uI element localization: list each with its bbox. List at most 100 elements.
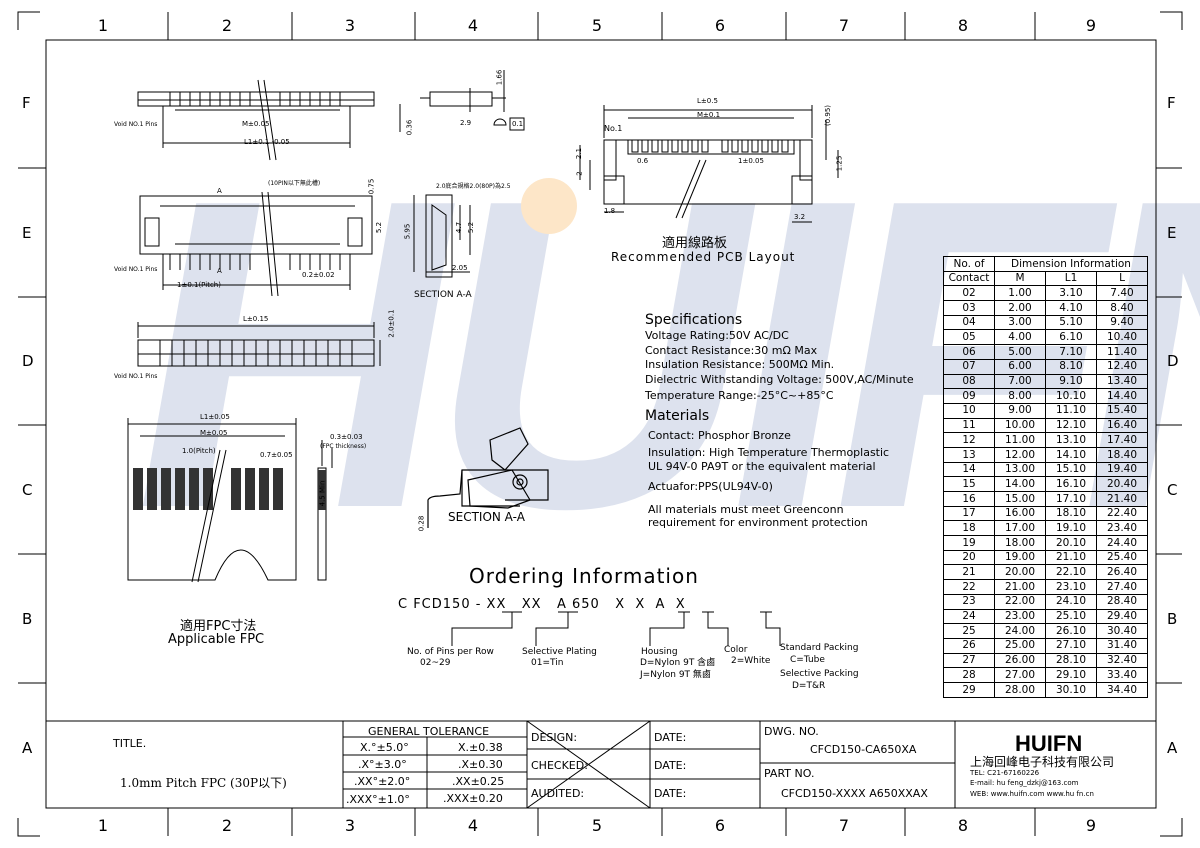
side-29-dim: 2.9: [460, 119, 472, 127]
pcb-095: (0.95): [824, 104, 833, 127]
pcb-125: 1.25: [835, 155, 844, 172]
specs-title: Specifications: [645, 312, 743, 328]
dim-header-title: Dimension Information: [994, 256, 1148, 272]
grid-col-2-top: 2: [221, 16, 233, 35]
title-label: TITLE.: [113, 737, 147, 750]
dim-l: 21.40: [1096, 491, 1148, 507]
dim-contact: 16: [943, 491, 995, 507]
fpc-length: 4.5 Min: [318, 480, 327, 507]
material-line-5: All materials must meet Greenconn: [648, 503, 844, 516]
fpc-m: M±0.05: [200, 429, 228, 437]
material-line-6: requirement for environment protection: [648, 516, 868, 529]
pcb-title-cn: 適用線路板: [662, 236, 728, 251]
pcb-no1: No.1: [604, 124, 623, 133]
grid-col-1-bottom: 1: [97, 816, 109, 835]
dim-l: 13.40: [1096, 373, 1148, 390]
dim-contact: 17: [943, 505, 995, 522]
dim-m: 5.00: [994, 344, 1046, 360]
dim-l1: 11.10: [1045, 402, 1097, 419]
dim-contact: 04: [943, 314, 995, 331]
grid-col-4-bottom: 4: [467, 816, 479, 835]
design-date-label: DATE:: [654, 731, 687, 744]
company-web: WEB: www.huifn.com www.hu fn.cn: [970, 790, 1094, 798]
tol-lin-4: .XXX±0.20: [443, 792, 503, 805]
dim-m: 8.00: [994, 388, 1046, 404]
tol-lin-1: X.±0.38: [458, 741, 503, 754]
dim-l1: 26.10: [1045, 623, 1097, 639]
dim-l: 34.40: [1096, 681, 1148, 698]
dim-m: 1.00: [994, 285, 1046, 302]
dim-l: 19.40: [1096, 461, 1148, 478]
ordering-std-pack: Standard Packing: [780, 643, 859, 653]
spec-line-4: Dielectric Withstanding Voltage: 500V,AC…: [645, 373, 914, 386]
dim-contact: 23: [943, 593, 995, 610]
grid-col-9-bottom: 9: [1085, 816, 1097, 835]
tol-lin-3: .XX±0.25: [452, 775, 505, 788]
dim-m: 2.00: [994, 300, 1046, 316]
ordering-plating-val: 01=Tin: [531, 658, 564, 668]
company-tel: TEL: C21-67160226: [970, 769, 1040, 777]
dim-m: 10.00: [994, 417, 1046, 434]
tol-angle-3: .XX°±2.0°: [354, 775, 411, 788]
dim-m: 19.00: [994, 549, 1046, 566]
mid-52: 5.2: [375, 221, 384, 234]
dim-m: 11.00: [994, 432, 1046, 448]
dim-l: 24.40: [1096, 535, 1148, 551]
pcb-l: L±0.5: [697, 97, 718, 105]
dim-contact: 29: [943, 681, 995, 698]
dim-l1: 13.10: [1045, 432, 1097, 448]
grid-col-5-top: 5: [591, 16, 603, 35]
dim-l: 26.40: [1096, 564, 1148, 581]
mid-075: 0.75: [367, 178, 376, 195]
grid-col-4-top: 4: [467, 16, 479, 35]
audited-date-label: DATE:: [654, 787, 687, 800]
dim-header-no: No. of: [943, 256, 995, 272]
dim-l1: 24.10: [1045, 593, 1097, 610]
grid-col-8-top: 8: [957, 16, 969, 35]
dim-l1: 20.10: [1045, 535, 1097, 551]
grid-col-6-top: 6: [714, 16, 726, 35]
dim-l1: 5.10: [1045, 314, 1097, 331]
mid-void-label: Void NO.1 Pins: [114, 266, 158, 273]
company-logo: HUIFN: [1015, 731, 1083, 756]
dim-contact: 28: [943, 667, 995, 683]
dim-l: 30.40: [1096, 623, 1148, 639]
checked-date-label: DATE:: [654, 759, 687, 772]
dim-m: 25.00: [994, 637, 1046, 654]
spec-line-2: Contact Resistance:30 mΩ Max: [645, 344, 818, 357]
dim-contact: 19: [943, 535, 995, 551]
mid-pin-width: 0.2±0.02: [302, 271, 335, 279]
grid-row-e-right: E: [1167, 224, 1177, 242]
dim-l: 32.40: [1096, 652, 1148, 669]
top-m-dim: M±0.05: [242, 120, 270, 128]
tol-angle-2: .X°±3.0°: [358, 758, 407, 771]
dim-col-m: M: [994, 270, 1046, 287]
dim-l1: 3.10: [1045, 285, 1097, 302]
dim-l1: 12.10: [1045, 417, 1097, 434]
pcb-1: 1±0.05: [738, 157, 764, 165]
fpc-title-cn: 適用FPC寸法: [180, 619, 257, 634]
spec-line-5: Temperature Range:-25°C~+85°C: [645, 389, 834, 402]
material-line-4: Actuafor:PPS(UL94V-0): [648, 480, 773, 493]
dim-l1: 21.10: [1045, 549, 1097, 566]
dim-m: 14.00: [994, 476, 1046, 492]
dim-contact: 03: [943, 300, 995, 316]
dim-contact: 18: [943, 520, 995, 537]
fpc-contacts: [133, 468, 326, 510]
dim-contact: 27: [943, 652, 995, 669]
dim-l1: 22.10: [1045, 564, 1097, 581]
mid-note: (10PIN以下無此槽): [268, 180, 321, 187]
pcb-title-en: Recommended PCB Layout: [611, 250, 796, 264]
ordering-sel-pack: Selective Packing: [780, 669, 859, 679]
